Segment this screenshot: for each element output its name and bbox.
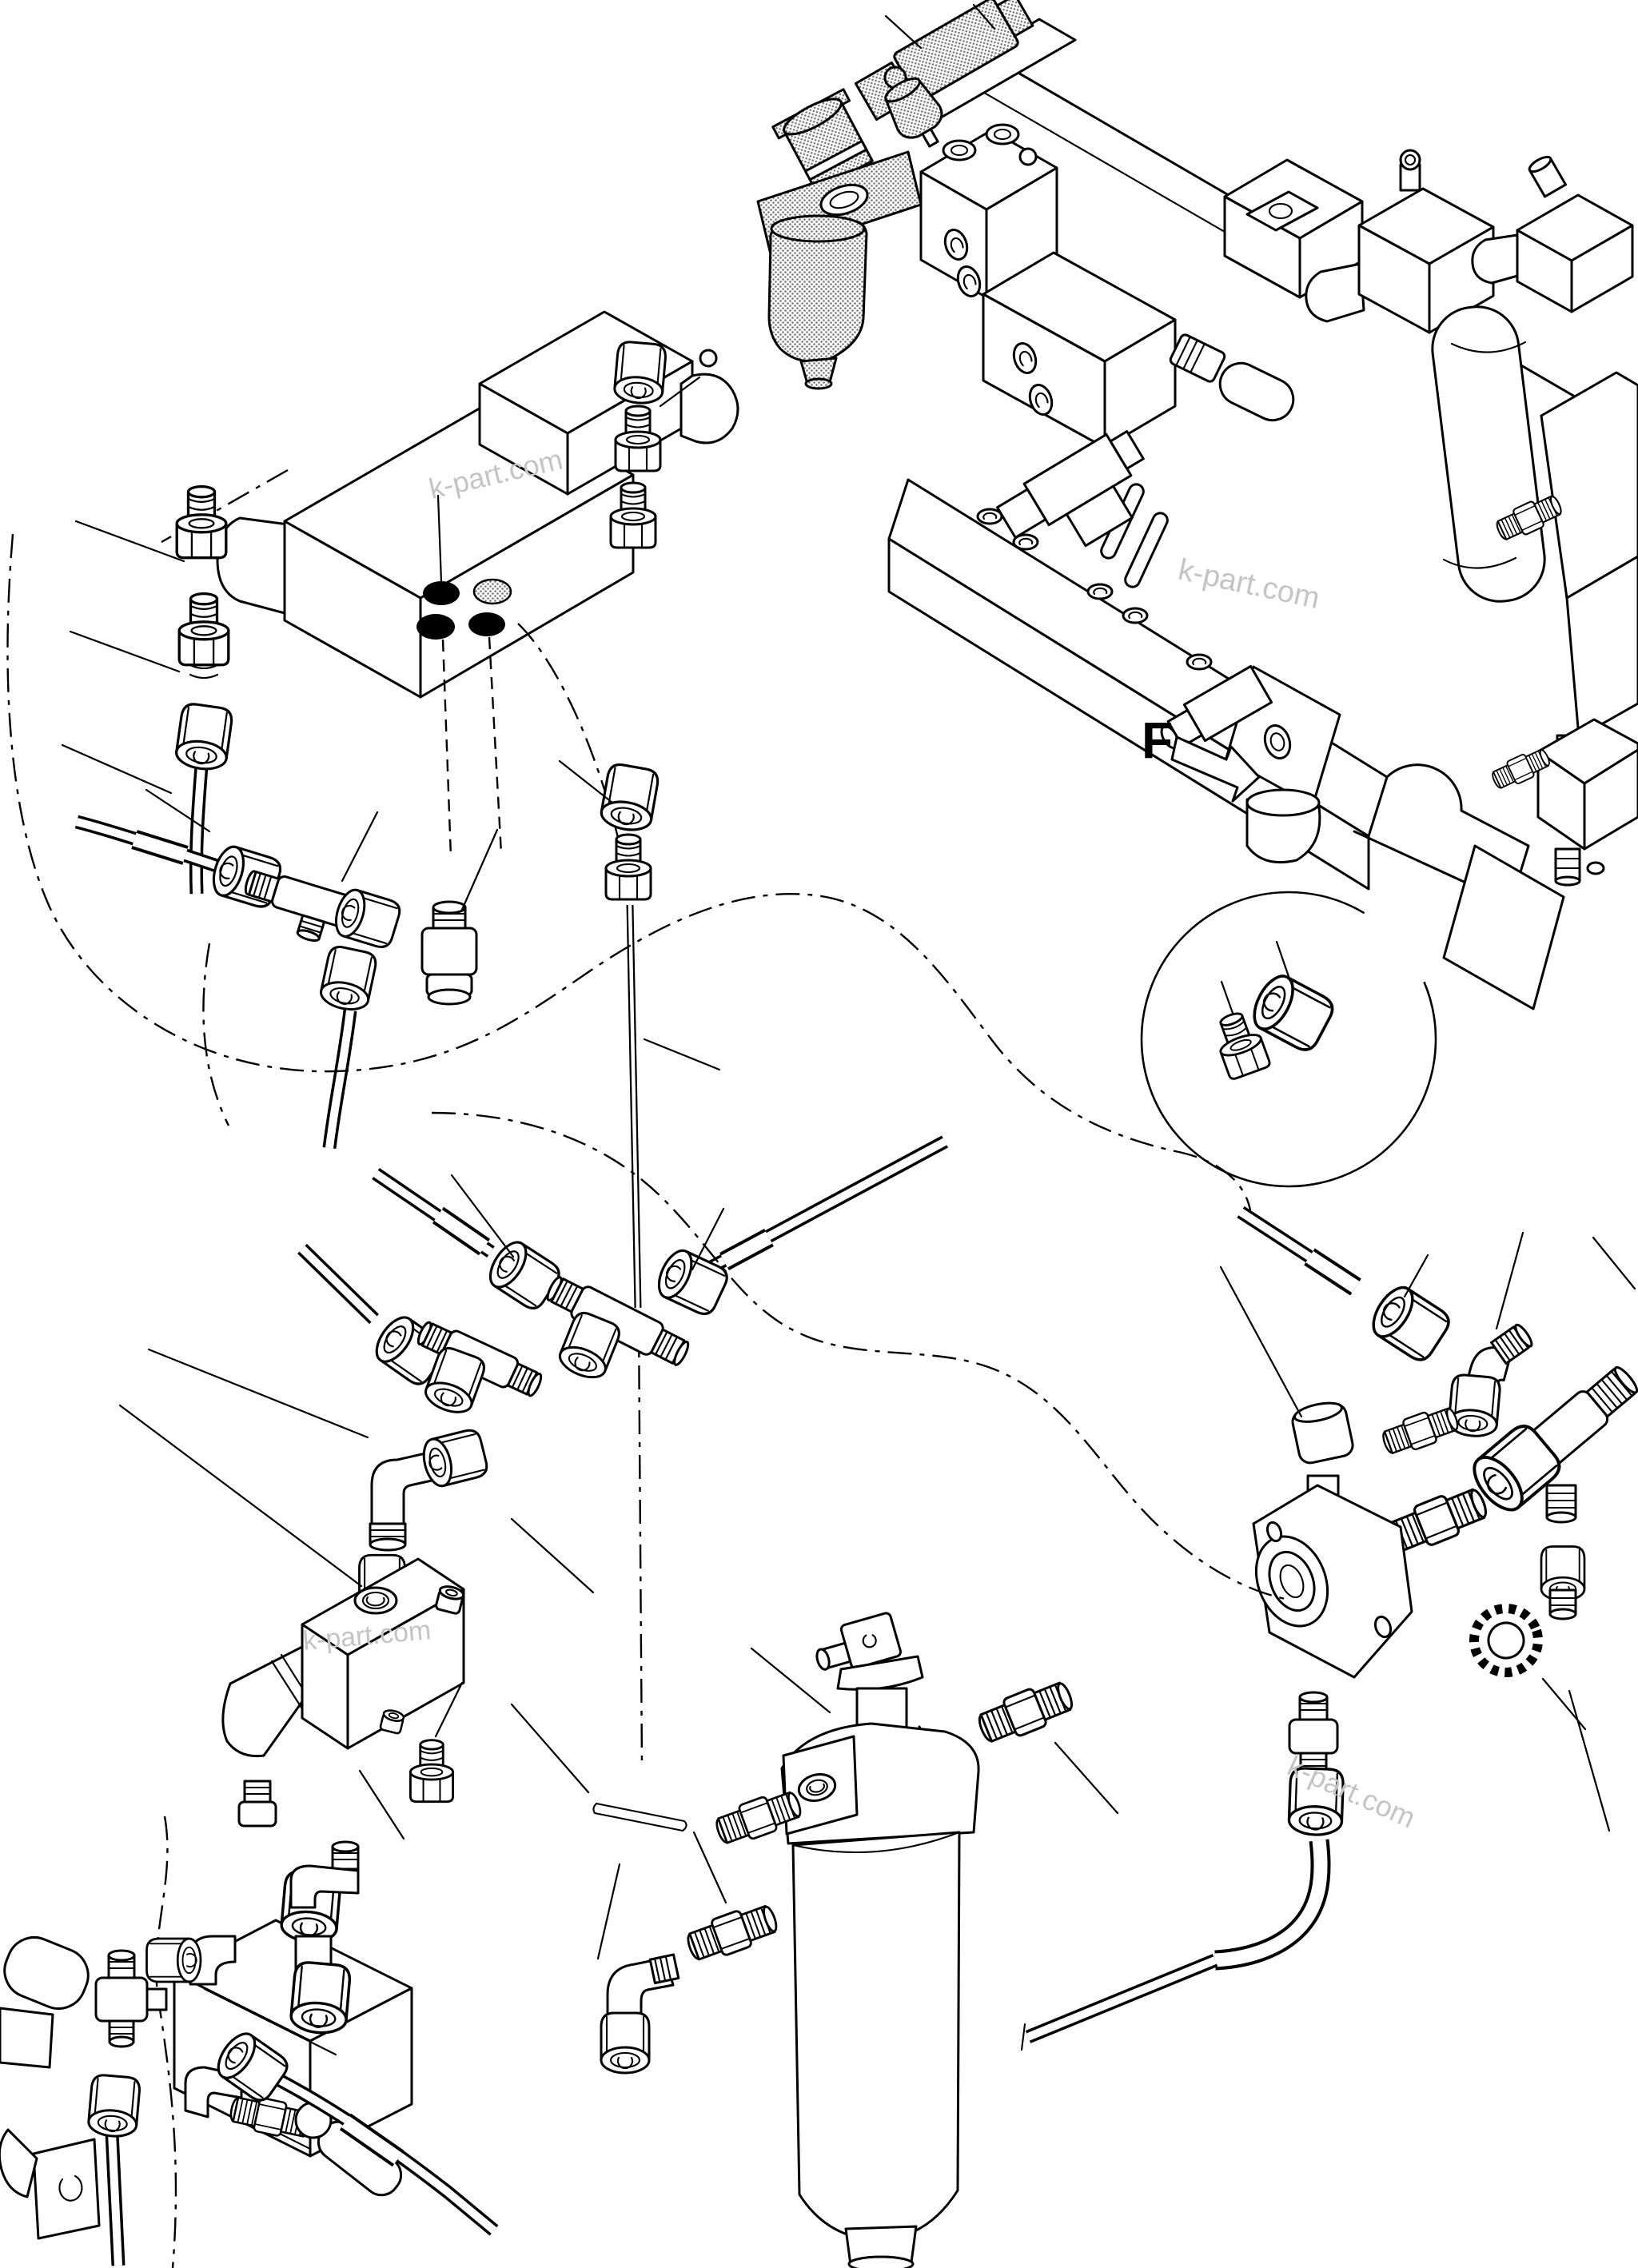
manifold-block-lower <box>982 251 1295 449</box>
view-direction: F <box>1142 711 1261 803</box>
plug-fitting <box>177 592 230 667</box>
bracket-threaded-hole <box>797 1773 837 1802</box>
tee-elbow-top <box>289 1840 360 1909</box>
plug-fitting <box>604 833 652 901</box>
serrated-lock-washer <box>1469 1604 1543 1677</box>
valve-right-face <box>419 473 635 699</box>
filter-bowl-shaded <box>767 214 868 390</box>
elbow-fitting <box>369 1426 491 1552</box>
view-direction-arrow-icon <box>1170 735 1261 803</box>
top-port <box>353 1586 398 1615</box>
tee-fitting-large <box>1464 1365 1638 1524</box>
solenoid-valve-right <box>1471 155 1634 313</box>
tee-fitting <box>244 870 404 951</box>
port-solid-2 <box>416 614 455 640</box>
bottom-right-block <box>1488 718 1638 887</box>
plug-fitting <box>175 484 228 560</box>
regulator-shaded <box>883 66 943 148</box>
detail-circle <box>1140 891 1437 1188</box>
fittings-column-left <box>173 484 235 895</box>
elbow-fitting <box>1446 1323 1533 1440</box>
block-right-face <box>346 1588 465 1750</box>
side-nipple <box>1169 333 1226 383</box>
watermark-text: k-part.com <box>1175 553 1322 616</box>
valve-nose <box>216 516 289 616</box>
hose-nut <box>173 701 235 774</box>
port-solid-3 <box>468 612 505 636</box>
port-halftone <box>472 578 512 605</box>
plug-small <box>237 1780 277 1828</box>
bracket-slot <box>819 183 869 217</box>
hose-nut <box>1364 1279 1455 1366</box>
cylinder-unit <box>0 1936 90 2069</box>
hose-tee-cluster-left <box>74 815 478 1150</box>
relief-valve <box>1252 1401 1413 1679</box>
cap-nut <box>597 761 661 835</box>
routing-chain-lines <box>6 533 1286 1600</box>
filter-head <box>780 1722 980 1845</box>
hose-tee-cluster-middle <box>297 1135 949 1632</box>
elbow-fitting <box>145 1935 237 1986</box>
corner-bracket <box>0 2128 101 2240</box>
assembly-overview <box>756 0 1638 1010</box>
check-valve-block <box>221 1557 466 1840</box>
elbow-fitting-large <box>278 1868 353 2037</box>
detail-circle-outline <box>1140 891 1437 1188</box>
hose-nut <box>86 2073 142 2140</box>
solenoid-connector <box>680 373 739 444</box>
fittings-cluster-right <box>1020 1206 1638 2051</box>
port-solid-1 <box>423 581 460 605</box>
solenoid-valve-left <box>996 430 1145 548</box>
fittings-column-center <box>597 340 668 1766</box>
accumulator-cylinder <box>1431 305 1546 603</box>
round-stub <box>1218 361 1295 422</box>
lubricator-shaded <box>771 88 874 193</box>
cap-nut <box>612 340 668 407</box>
pilot-valve-assembly <box>161 310 739 898</box>
hose-nut <box>317 943 380 1015</box>
manifold-bottom-left <box>0 1780 687 2268</box>
straight-fitting <box>682 1898 783 1967</box>
view-direction-label: F <box>1142 711 1173 769</box>
small-tube <box>592 1802 687 1832</box>
small-valve-fitting <box>420 900 478 1006</box>
nipple-fitting <box>973 1674 1078 1750</box>
plate-foot <box>1442 844 1565 1010</box>
leader-lines <box>61 376 1636 1960</box>
tee-fitting-vertical <box>94 1949 168 2048</box>
pump-unit <box>1223 158 1364 299</box>
tee-fitting <box>546 1276 690 1385</box>
elbow-fitting <box>600 1953 680 2075</box>
filter-assembly <box>600 1612 1078 2268</box>
straight-fitting <box>1540 1545 1586 1620</box>
filter-bowl <box>791 1831 961 2268</box>
nipple-fitting <box>1378 1401 1463 1460</box>
fitting-below <box>409 1739 455 1804</box>
tee-fitting <box>416 1321 543 1419</box>
